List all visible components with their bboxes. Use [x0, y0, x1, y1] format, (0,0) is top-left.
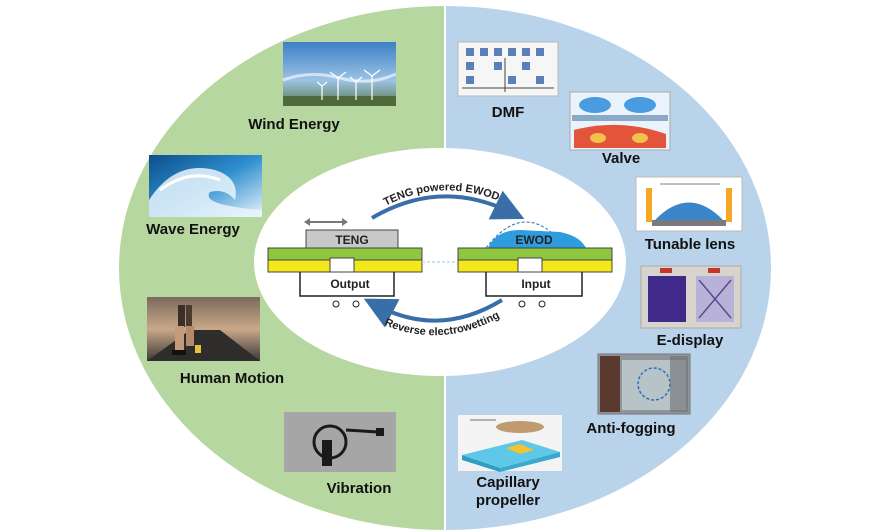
human-motion-image — [147, 297, 260, 361]
label-wind-energy: Wind Energy — [248, 116, 340, 133]
label-valve: Valve — [602, 150, 640, 167]
dmf-image — [457, 41, 559, 97]
e-display-image — [640, 265, 742, 329]
teng-powered-ewod-arrow — [370, 190, 525, 220]
vibration-image — [284, 412, 396, 472]
teng-device: TENG Output — [267, 218, 423, 308]
output-label: Output — [330, 277, 369, 291]
label-vibration: Vibration — [327, 480, 392, 497]
label-capillary-propeller-line2: propeller — [476, 492, 540, 509]
ewod-label: EWOD — [515, 233, 553, 247]
label-e-display: E-display — [657, 332, 724, 349]
teng-label: TENG — [335, 233, 368, 247]
label-wave-energy: Wave Energy — [146, 221, 240, 238]
anti-fogging-image — [597, 353, 691, 415]
reverse-electrowetting-arrow — [363, 298, 504, 328]
wave-energy-image — [149, 155, 262, 217]
label-capillary-propeller-line1: Capillary — [476, 474, 540, 491]
ewod-device: EWOD Input — [457, 221, 613, 308]
capillary-propeller-image — [458, 415, 562, 472]
wind-energy-image — [282, 42, 397, 106]
label-dmf: DMF — [492, 104, 525, 121]
label-tunable-lens: Tunable lens — [645, 236, 736, 253]
input-label: Input — [521, 277, 550, 291]
valve-image — [569, 91, 671, 151]
label-anti-fogging: Anti-fogging — [586, 420, 675, 437]
label-human-motion: Human Motion — [180, 370, 284, 387]
tunable-lens-image — [635, 176, 743, 232]
